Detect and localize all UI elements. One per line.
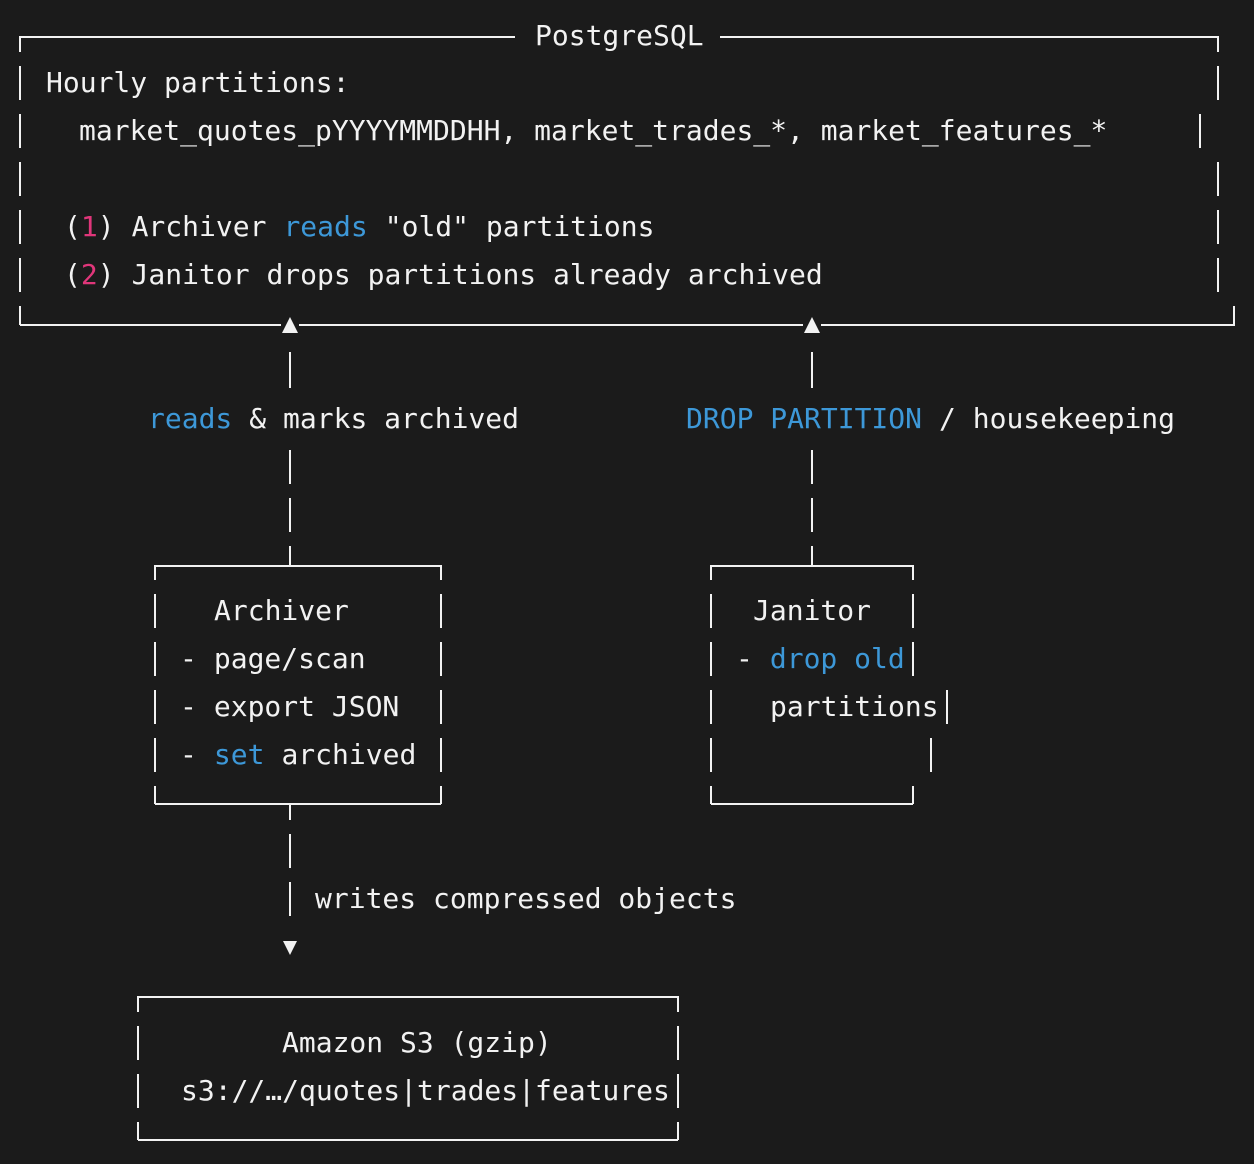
hourly-partitions-label: Hourly partitions:	[46, 66, 349, 99]
archiver-to-postgres-edge: reads& marks archived	[148, 317, 519, 566]
archiver-box-top-border	[154, 565, 442, 580]
archiver-item-keyword: set	[214, 738, 265, 771]
archiver-item-page-scan: -page/scan	[180, 642, 366, 675]
janitor-box-top-border	[710, 565, 914, 580]
janitor-box: Janitor -drop old partitions	[710, 565, 948, 805]
archiver-item-export-json: -export JSON	[180, 690, 399, 723]
step-1-keyword: reads	[283, 210, 367, 243]
step-1-number: 1	[81, 210, 98, 243]
s3-box: Amazon S3 (gzip) s3://…/quotes|trades|fe…	[137, 996, 679, 1141]
janitor-item-partitions: partitions	[770, 690, 939, 723]
archiver-to-s3-edge: writes compressed objects	[283, 804, 736, 955]
s3-title: Amazon S3 (gzip)	[282, 1026, 552, 1059]
postgres-box-right-border	[1199, 66, 1219, 292]
janitor-item-keyword: drop old	[770, 642, 905, 675]
postgres-box: PostgreSQL Hourly partitions: market_quo…	[19, 19, 1235, 326]
step-2-number: 2	[81, 258, 98, 291]
postgres-box-top-border	[19, 36, 1219, 52]
partition-list: market_quotes_pYYYYMMDDHH, market_trades…	[79, 114, 1107, 148]
s3-path: s3://…/quotes|trades|features	[181, 1074, 670, 1107]
s3-down-arrowhead	[283, 941, 297, 955]
janitor-to-postgres-edge: DROP PARTITION/ housekeeping	[686, 317, 1175, 566]
step-2: (2)Janitor drops partitions already arch…	[64, 258, 823, 291]
archiver-up-arrowhead	[282, 317, 298, 333]
janitor-title: Janitor	[753, 594, 871, 627]
archiver-title: Archiver	[214, 594, 349, 627]
archiver-edge-keyword: reads	[148, 402, 232, 435]
janitor-item-drop-old: -drop old	[736, 642, 905, 675]
janitor-edge-label: DROP PARTITION/ housekeeping	[686, 402, 1175, 435]
janitor-box-right-border	[912, 594, 948, 804]
s3-edge-label: writes compressed objects	[315, 882, 736, 915]
archiver-edge-label: reads& marks archived	[148, 402, 519, 435]
janitor-up-arrowhead	[804, 317, 820, 333]
janitor-edge-keyword: DROP PARTITION	[686, 402, 922, 435]
postgres-title: PostgreSQL	[535, 19, 704, 52]
postgres-box-bottom-border	[20, 306, 1235, 326]
s3-box-top-border	[137, 996, 679, 1012]
